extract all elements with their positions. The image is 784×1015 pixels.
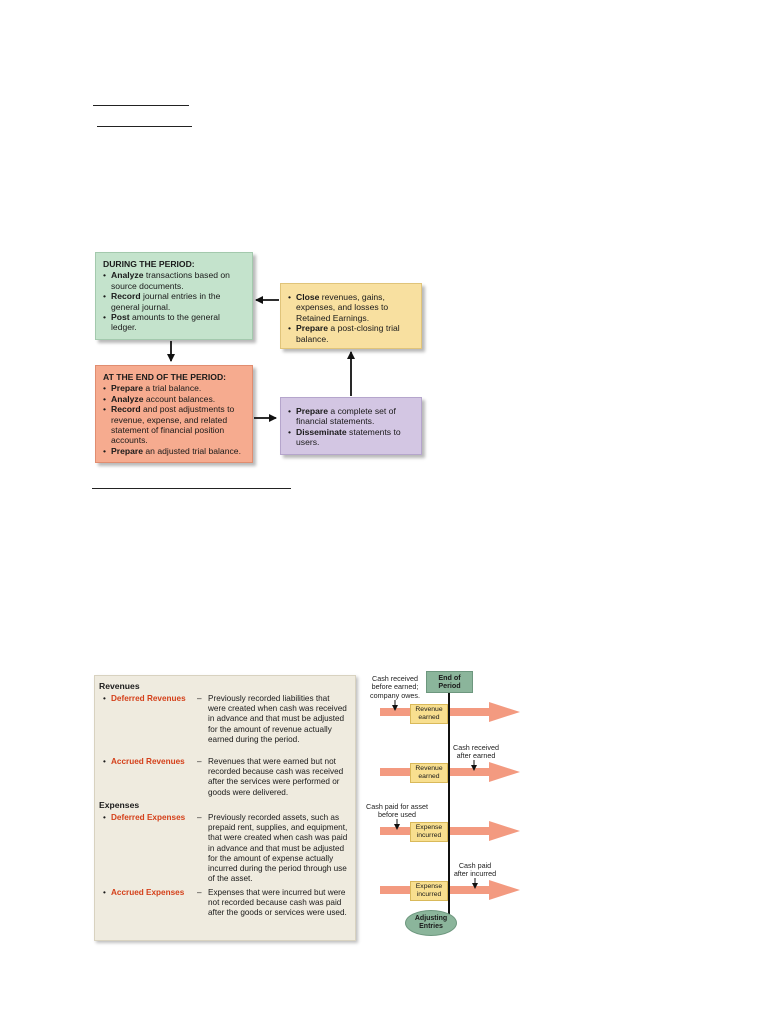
bullet: • <box>103 757 106 766</box>
deferred-revenues-desc: Previously recorded liabilities that wer… <box>208 694 347 744</box>
timeline-note-2: Cash received after earned <box>453 743 499 761</box>
revenues-heading: Revenues <box>99 681 140 691</box>
expenses-heading: Expenses <box>99 800 140 810</box>
end-item-prepare-adjusted: Prepare an adjusted trial balance. <box>103 446 245 457</box>
end-item-record: Record and post adjustments to revenue, … <box>103 404 245 446</box>
end-item-prepare-trial: Prepare a trial balance. <box>103 383 245 394</box>
end-period-heading: AT THE END OF THE PERIOD: <box>103 372 227 382</box>
during-period-heading: DURING THE PERIOD: <box>103 259 195 269</box>
heading-rule-2 <box>97 126 192 127</box>
timeline-note-4: Cash paid after incurred <box>453 861 497 879</box>
during-item-record: Record journal entries in the general jo… <box>103 291 245 312</box>
accrued-revenues-desc: Revenues that were earned but not record… <box>208 757 344 797</box>
closing-box: Close revenues, gains, expenses, and los… <box>280 283 422 349</box>
accrued-expenses-term: Accrued Expenses <box>111 888 185 897</box>
end-of-period-label: End of Period <box>426 671 473 693</box>
heading-rule-1 <box>93 105 189 106</box>
adjustment-types-panel: Revenues • Deferred Revenues – Previousl… <box>94 675 356 941</box>
deferred-revenues-term: Deferred Revenues <box>111 694 186 703</box>
during-item-analyze: Analyze transactions based on source doc… <box>103 270 245 291</box>
statements-item-disseminate: Disseminate statements to users. <box>288 427 414 448</box>
bullet: • <box>103 888 106 897</box>
timeline-note-3: Cash paid for asset before used <box>366 802 428 820</box>
closing-item-prepare: Prepare a post-closing trial balance. <box>288 323 414 344</box>
adjusting-entries-label: Adjusting Entries <box>405 910 457 936</box>
bullet: • <box>103 813 106 822</box>
dash: – <box>197 813 202 822</box>
during-period-box: DURING THE PERIOD: Analyze transactions … <box>95 252 253 340</box>
deferred-expenses-term: Deferred Expenses <box>111 813 186 822</box>
dash: – <box>197 694 202 703</box>
statements-item-prepare: Prepare a complete set of financial stat… <box>288 406 414 427</box>
dash: – <box>197 757 202 766</box>
accrued-expenses-desc: Expenses that were incurred but were not… <box>208 888 347 918</box>
bullet: • <box>103 694 106 703</box>
end-period-box: AT THE END OF THE PERIOD: Prepare a tria… <box>95 365 253 463</box>
closing-item-close: Close revenues, gains, expenses, and los… <box>288 292 414 323</box>
timeline-box-4: Expense incurred <box>410 881 448 901</box>
accrued-revenues-term: Accrued Revenues <box>111 757 185 766</box>
statements-box: Prepare a complete set of financial stat… <box>280 397 422 455</box>
timeline-box-3: Expense incurred <box>410 822 448 842</box>
deferred-expenses-desc: Previously recorded assets, such as prep… <box>208 813 348 884</box>
timeline-box-1: Revenue earned <box>410 704 448 724</box>
timeline-box-2: Revenue earned <box>410 763 448 783</box>
end-item-analyze: Analyze account balances. <box>103 394 245 405</box>
heading-rule-3 <box>92 488 291 489</box>
during-item-post: Post amounts to the general ledger. <box>103 312 245 333</box>
dash: – <box>197 888 202 897</box>
timeline-note-1: Cash received before earned; company owe… <box>370 674 420 700</box>
